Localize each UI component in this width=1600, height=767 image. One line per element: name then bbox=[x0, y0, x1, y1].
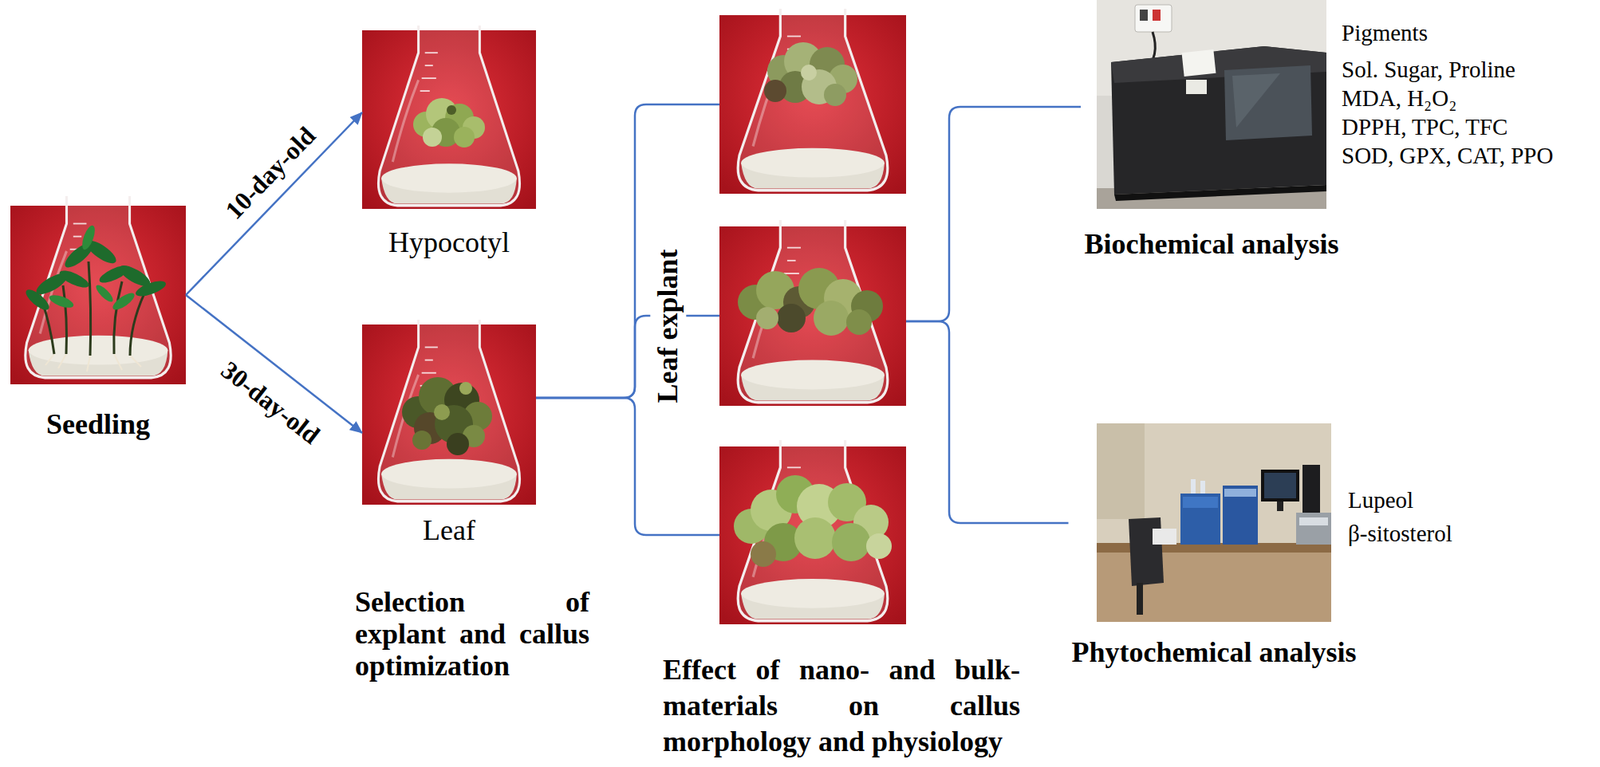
callus-photo bbox=[719, 435, 907, 625]
connector-line bbox=[535, 398, 720, 536]
connector-line bbox=[535, 315, 720, 399]
caption-text: Selection of explant and callus optimiza… bbox=[354, 586, 590, 682]
analyte-label: β-sitosterol bbox=[1347, 520, 1453, 548]
node-label: Leaf bbox=[362, 514, 536, 548]
hypocotyl-callus-photo bbox=[362, 20, 536, 209]
caption-text: Effect of nano- and bulk-materials on ca… bbox=[662, 652, 1021, 761]
spectrophotometer-photo bbox=[1096, 0, 1327, 209]
callus-node bbox=[719, 446, 907, 625]
analyte-label: SOD, GPX, CAT, PPO bbox=[1341, 141, 1553, 170]
edge-label: 30-day-old bbox=[215, 355, 326, 451]
connector-line bbox=[185, 112, 363, 296]
edge-label: Leaf explant bbox=[650, 244, 686, 409]
leaf-callus-photo bbox=[362, 315, 536, 505]
connector-line bbox=[906, 106, 1081, 322]
node-label: Biochemical analysis bbox=[1080, 228, 1343, 261]
analyte-label: DPPH, TPC, TFC bbox=[1341, 113, 1508, 141]
analyte-label: MDA, H₂O₂ bbox=[1341, 84, 1457, 112]
analysis-node: Phytochemical analysis bbox=[1068, 423, 1360, 670]
node-label: Phytochemical analysis bbox=[1068, 636, 1360, 670]
callus-node bbox=[719, 226, 907, 406]
explant-node: Leaf bbox=[362, 324, 536, 548]
seedling-photo bbox=[10, 191, 186, 385]
analyte-label: Sol. Sugar, Proline bbox=[1341, 55, 1516, 83]
analyte-label: Lupeol bbox=[1347, 486, 1414, 514]
explant-node: Hypocotyl bbox=[362, 30, 536, 260]
analyte-label: Pigments bbox=[1341, 19, 1428, 47]
analysis-node: Biochemical analysis bbox=[1080, 0, 1343, 261]
callus-photo bbox=[719, 3, 907, 194]
callus-photo bbox=[719, 215, 907, 406]
edge-label: 10-day-old bbox=[219, 121, 322, 225]
connector-line bbox=[906, 321, 1069, 524]
seedling-node: Seedling bbox=[10, 205, 186, 442]
connector-line bbox=[535, 104, 720, 399]
hplc-lab-photo bbox=[1096, 423, 1332, 623]
callus-node bbox=[719, 15, 907, 194]
node-label: Seedling bbox=[10, 408, 186, 442]
node-label: Hypocotyl bbox=[362, 226, 536, 260]
